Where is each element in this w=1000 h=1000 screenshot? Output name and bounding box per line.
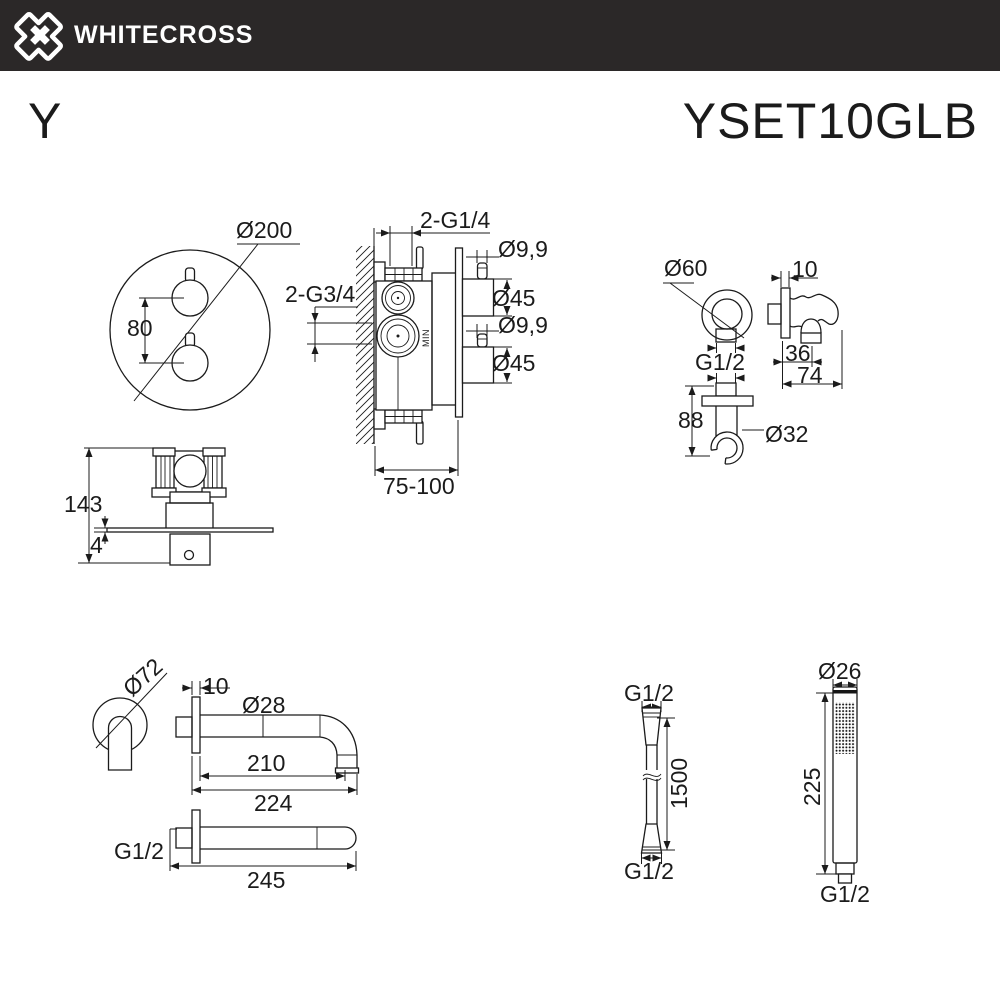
valve-min-mark: MIN <box>421 329 431 347</box>
dim-spout-thread: G1/2 <box>114 838 164 864</box>
trim-plate-drawing <box>109 243 300 411</box>
dim-hose-length: 1500 <box>666 757 692 809</box>
dim-valve-cap-bottom: Ø45 <box>492 350 536 376</box>
dim-handshower-diameter: Ø26 <box>818 658 862 684</box>
dim-valve-top-ports: 2-G1/4 <box>420 207 491 233</box>
dim-spout-length-alt: 245 <box>247 867 286 893</box>
dim-spout-flange: 10 <box>203 673 229 699</box>
dim-handshower-length: 225 <box>799 767 825 806</box>
series-title: Y <box>28 93 63 149</box>
dim-valve-side-ports: 2-G3/4 <box>285 281 356 307</box>
dim-outlet-escutcheon: Ø60 <box>664 255 708 281</box>
brand-name: WHITECROSS <box>74 21 254 49</box>
dim-outlet-depth: 74 <box>797 362 823 388</box>
dim-valve-stem-bottom: Ø9,9 <box>498 312 548 338</box>
brand-bar: WHITECROSS <box>0 0 1000 71</box>
dim-outlet-thread: G1/2 <box>695 349 745 375</box>
valve-top-drawing <box>78 447 274 566</box>
dim-handshower-thread: G1/2 <box>820 881 870 907</box>
valve-side-drawing <box>307 226 512 476</box>
dim-hose-thread-bottom: G1/2 <box>624 858 674 884</box>
dim-outlet-hook: Ø32 <box>765 421 809 447</box>
dim-spout-length: 224 <box>254 790 293 816</box>
whitecross-cross-icon <box>14 12 63 61</box>
dim-valve-height: 143 <box>64 491 103 517</box>
dim-trim-diameter: Ø200 <box>236 217 293 243</box>
dim-outlet-height: 88 <box>678 407 704 433</box>
dim-valve-depth: 75-100 <box>383 473 455 499</box>
dim-outlet-offset: 36 <box>785 340 811 366</box>
handshower-drawing <box>816 679 858 884</box>
hose-drawing <box>640 701 675 864</box>
dim-trim-spacing: 80 <box>127 315 153 341</box>
dim-valve-stem-top: Ø9,9 <box>498 236 548 262</box>
outlet-front-drawing <box>663 282 764 465</box>
spout-drawing <box>92 672 360 871</box>
dim-spout-reach: 210 <box>247 750 286 776</box>
dim-outlet-plate: 10 <box>792 256 818 282</box>
outlet-side-drawing <box>767 271 843 389</box>
dim-hose-thread-top: G1/2 <box>624 680 674 706</box>
model-number: YSET10GLB <box>682 93 978 149</box>
dim-spout-tube: Ø28 <box>242 692 286 718</box>
dim-valve-cap-top: Ø45 <box>492 285 536 311</box>
dim-valve-plate: 4 <box>90 532 103 558</box>
